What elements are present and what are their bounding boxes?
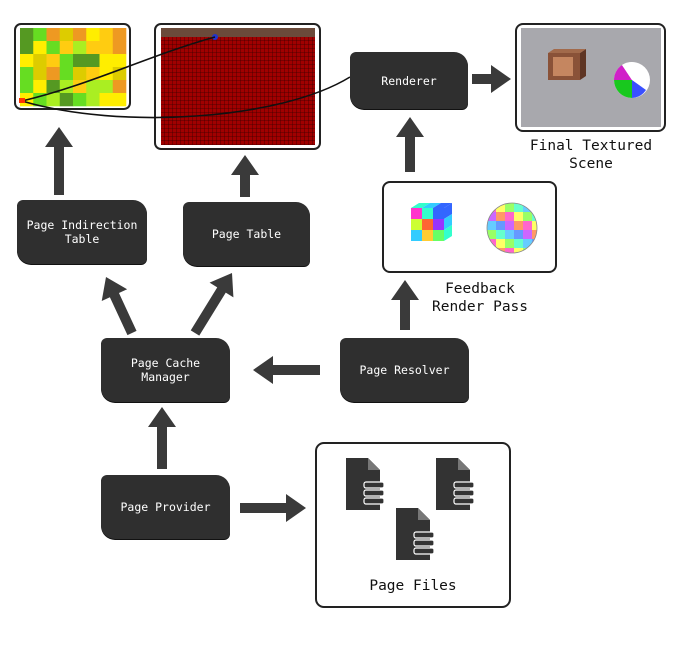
page-files-caption: Page Files: [369, 578, 457, 594]
page-cache-manager-label: Page Cache Manager: [130, 356, 201, 384]
feedback-pass-image: [382, 181, 557, 273]
indirection-heatmap: [14, 23, 131, 110]
feedback-pass-caption: Feedback Render Pass: [431, 281, 529, 315]
arrow-icon: [148, 407, 176, 469]
arrow-icon: [190, 273, 234, 336]
page-table-texture: [154, 23, 321, 150]
arrow-icon: [45, 127, 73, 195]
page-provider-label: Page Provider: [120, 500, 211, 514]
renderer-label: Renderer: [381, 73, 437, 88]
page-indirection-table-label: Page Indirection Table: [26, 218, 138, 246]
page-cache-manager-node[interactable]: Page Cache Manager: [101, 338, 230, 402]
arrow-icon: [472, 65, 511, 93]
arrow-icon: [240, 494, 306, 522]
file-database-icon: [436, 458, 475, 510]
mapping-curve-bottom: [21, 76, 351, 119]
final-scene-image: [515, 23, 666, 132]
arrow-icon: [231, 155, 259, 197]
feedback-cube: [411, 203, 452, 241]
arrow-icon: [391, 280, 419, 330]
mapping-curve-top: [21, 36, 216, 102]
arrow-icon: [396, 117, 424, 172]
textured-sphere: [613, 61, 650, 98]
page-resolver-node[interactable]: Page Resolver: [340, 338, 469, 402]
page-table-node[interactable]: Page Table: [183, 202, 310, 266]
arrow-icon: [253, 356, 320, 384]
page-table-label: Page Table: [211, 227, 282, 241]
final-scene-caption: Final Textured Scene: [529, 138, 653, 172]
page-resolver-label: Page Resolver: [359, 363, 450, 377]
arrow-icon: [101, 277, 137, 336]
file-database-icon: [396, 508, 435, 560]
file-database-icon: [346, 458, 385, 510]
page-provider-node[interactable]: Page Provider: [101, 475, 230, 539]
page-indirection-table-node[interactable]: Page Indirection Table: [17, 200, 147, 264]
page-files-panel: [315, 442, 511, 608]
textured-cube: [548, 49, 586, 80]
renderer-node[interactable]: Renderer: [350, 52, 468, 109]
